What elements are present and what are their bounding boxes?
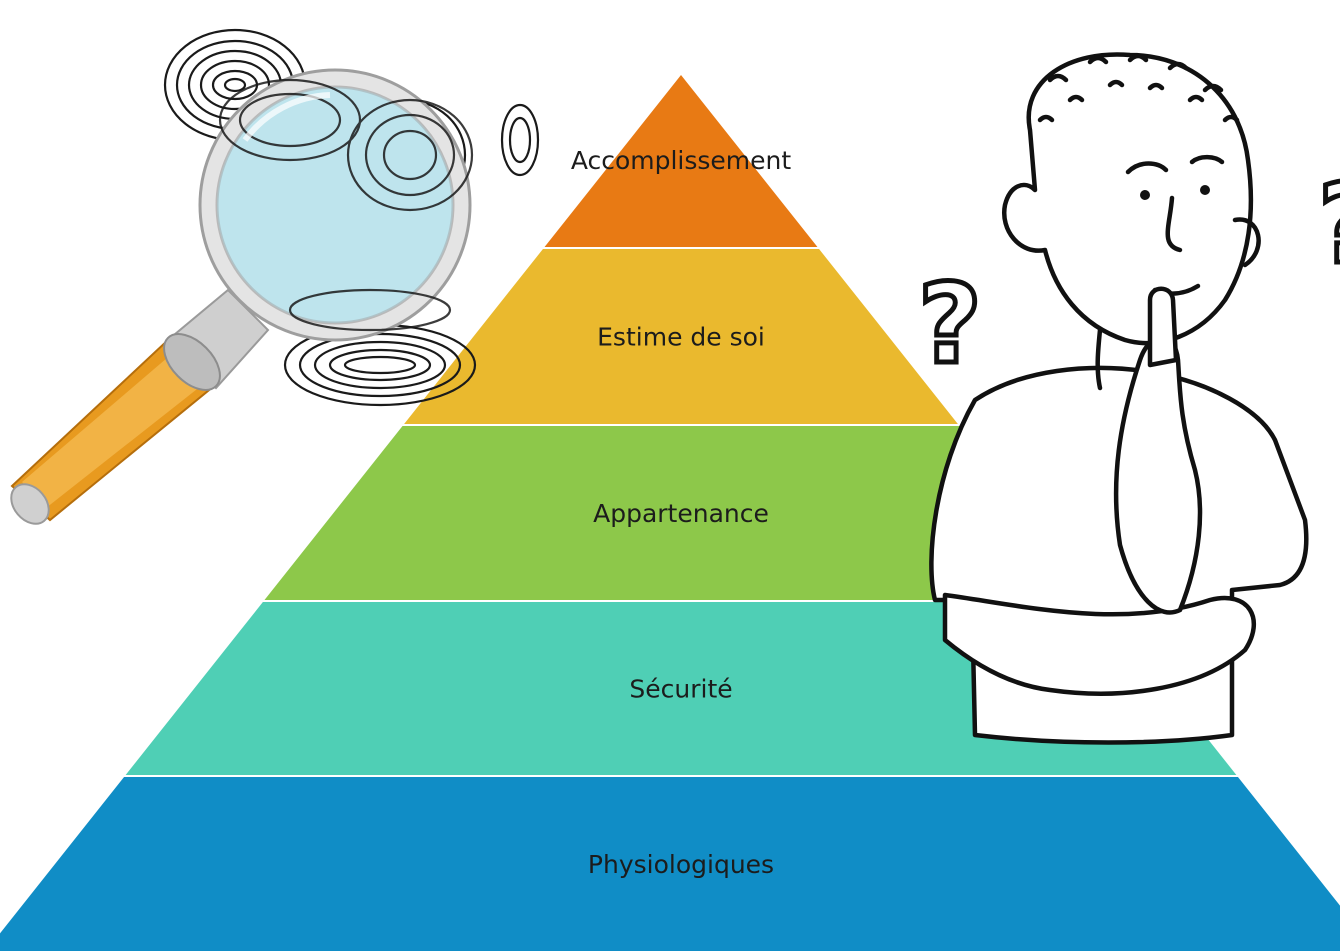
level-appartenance: Appartenance [264,426,1098,600]
level-appartenance-label: Appartenance [593,499,769,528]
level-accomplissement: Accomplissement [544,75,818,247]
thinking-person-icon [929,52,1309,745]
level-securite-label: Sécurité [629,675,732,704]
level-appartenance-shape [264,426,1098,600]
fingerprint-icon [500,103,540,177]
question-mark-icon: ? [916,258,985,391]
level-accomplissement-label: Accomplissement [571,146,792,175]
pyramid: Accomplissement Estime de soi Appartenan… [0,75,1340,951]
level-estime-de-soi: Estime de soi [404,249,958,424]
level-estime-de-soi-label: Estime de soi [597,323,765,352]
level-estime-de-soi-shape [404,249,958,424]
level-physiologiques-shape [0,777,1340,951]
level-physiologiques-label: Physiologiques [588,850,774,879]
question-mark-icon: ? [1316,158,1340,291]
svg-text:?: ? [1318,160,1340,288]
svg-text:?: ? [918,260,982,388]
magnifier-handle [10,288,270,525]
level-accomplissement-shape [544,75,818,247]
fingerprint-icon [218,78,474,332]
level-physiologiques: Physiologiques [0,777,1340,951]
magnifying-glass-icon [10,28,540,525]
